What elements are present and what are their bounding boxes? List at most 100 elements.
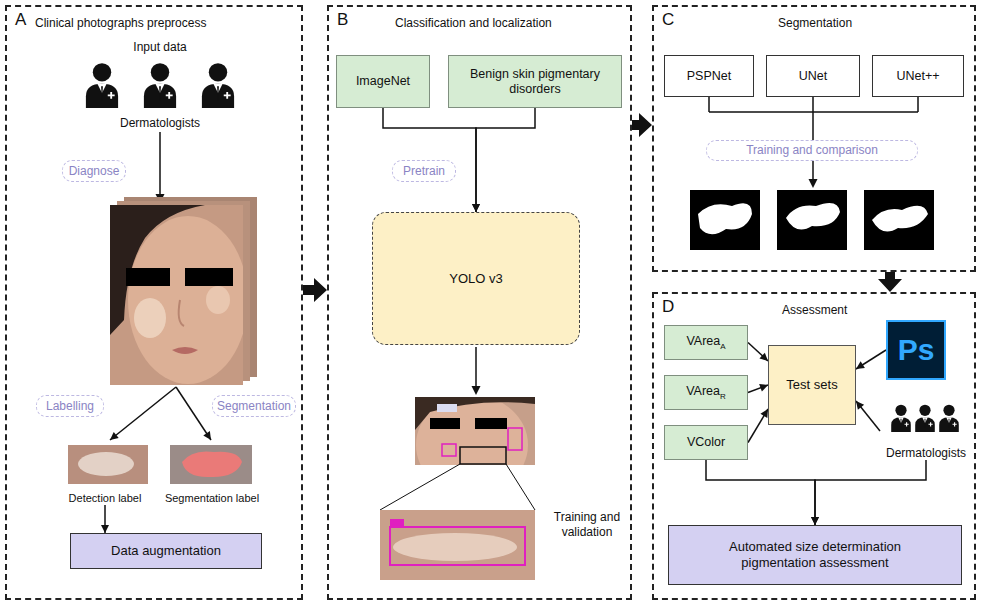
connector-line (748, 343, 768, 362)
connector-line (706, 460, 815, 525)
process-box: Ps (886, 320, 946, 380)
process-box: VAreaR (664, 375, 748, 410)
detection-box (390, 527, 525, 565)
label-text: PSPNet (687, 69, 731, 84)
connector-line (476, 108, 535, 212)
arrow-head (472, 204, 480, 212)
arrow-head (811, 517, 819, 525)
label-images (68, 445, 252, 484)
arrow-line (176, 387, 211, 440)
photo (415, 397, 535, 465)
patch (134, 298, 166, 338)
arrow-head (203, 431, 211, 440)
arrow-head (856, 361, 865, 369)
connector (878, 272, 902, 292)
connector (383, 108, 480, 212)
nose (179, 300, 184, 326)
panel-title: Clinical photographs preprocess (35, 16, 206, 30)
detection-box (442, 444, 456, 456)
face (128, 216, 243, 384)
mask-image (690, 190, 760, 250)
patch (206, 286, 230, 314)
arrow-line (159, 132, 161, 197)
arrow-line (812, 161, 814, 181)
process-box: Input dataDermatologists (55, 40, 265, 130)
label-text: Ps (898, 332, 935, 368)
mask-images (690, 190, 934, 250)
process-box: Labelling (36, 395, 104, 417)
label-text: Dermatologists (886, 446, 966, 460)
doctor-icons (86, 63, 959, 432)
process-box: PSPNet (664, 55, 754, 97)
lips (172, 347, 198, 354)
process-box: Benign skin pigmentary disorders (448, 55, 622, 108)
process-box: Data augmentation (70, 533, 262, 569)
connector (632, 113, 652, 137)
process-box: YOLO v3 (372, 212, 580, 345)
label-text: Segmentation (217, 399, 291, 413)
lesion (393, 533, 517, 561)
process-box: Detection label (55, 443, 155, 505)
photo-bg (380, 510, 535, 580)
arrow-head (759, 384, 768, 391)
connector (101, 505, 109, 533)
arrow-yolo-photo (472, 347, 481, 395)
eye-bar (126, 268, 170, 286)
panel-letter: A (15, 10, 26, 30)
eye-bar (430, 418, 460, 429)
process-box: Test sets (768, 345, 856, 425)
subscript: R (720, 391, 726, 400)
panel-box: CSegmentationPSPNetUNetUNet++Training an… (652, 5, 976, 272)
panel-title: Assessment (782, 303, 847, 317)
doctor-icon (202, 63, 234, 108)
process-box: VAreaA (664, 325, 748, 360)
label-text: UNet++ (896, 69, 939, 84)
label-text: Segmentation label (165, 492, 259, 505)
doctor-icon (939, 405, 959, 432)
connector (748, 384, 768, 392)
connector-line (748, 409, 768, 443)
process-box: Segmentation label (158, 443, 266, 505)
panel-title: Classification and localization (395, 16, 552, 30)
detection-box (508, 428, 522, 450)
tag (437, 404, 457, 412)
panel-box: DAssessmentVAreaAVAreaRVColorTest setsPs… (652, 292, 976, 600)
panel-letter: D (662, 297, 674, 317)
mask-shape (698, 203, 752, 234)
label-text: Detection label (69, 492, 142, 505)
label-text: Test sets (786, 377, 837, 393)
arrows-photo-labels (110, 387, 211, 440)
class-tag (390, 519, 404, 527)
label-text: VColor (687, 435, 725, 450)
label-text: Diagnose (69, 164, 120, 178)
lesion (78, 452, 134, 476)
segmentation-image (170, 445, 252, 484)
clinical-photo (110, 197, 257, 385)
label-text: Automated size determination pigmentatio… (709, 539, 921, 570)
label-text: Training and comparison (746, 143, 878, 157)
arrow-line (475, 347, 477, 388)
mask-shape (786, 203, 840, 229)
label-text: VArea (686, 334, 720, 348)
label-text: Benign skin pigmentary disorders (455, 67, 615, 97)
process-box: Segmentation (212, 395, 296, 417)
arrow-head (856, 401, 864, 410)
label-text: Pretrain (403, 164, 445, 178)
block-arrow (303, 278, 327, 302)
label-text: VAreaA (686, 334, 725, 351)
process-box: Automated size determination pigmentatio… (668, 525, 962, 585)
mask-image (777, 190, 847, 250)
arrow-head (760, 409, 768, 418)
label-text: Labelling (46, 399, 94, 413)
panel-box: A Clinical photographs preprocessInput da… (5, 5, 303, 600)
eye-bar (185, 268, 233, 286)
arrow-dermatologists-photo (156, 132, 165, 203)
connector (856, 350, 886, 369)
connector (856, 401, 880, 431)
segmentation-mask (182, 451, 242, 477)
panel-title: Segmentation (778, 16, 852, 30)
connector (472, 108, 535, 212)
connector-line (383, 108, 476, 212)
label-text: YOLO v3 (449, 271, 502, 287)
process-box: UNet++ (872, 55, 964, 97)
